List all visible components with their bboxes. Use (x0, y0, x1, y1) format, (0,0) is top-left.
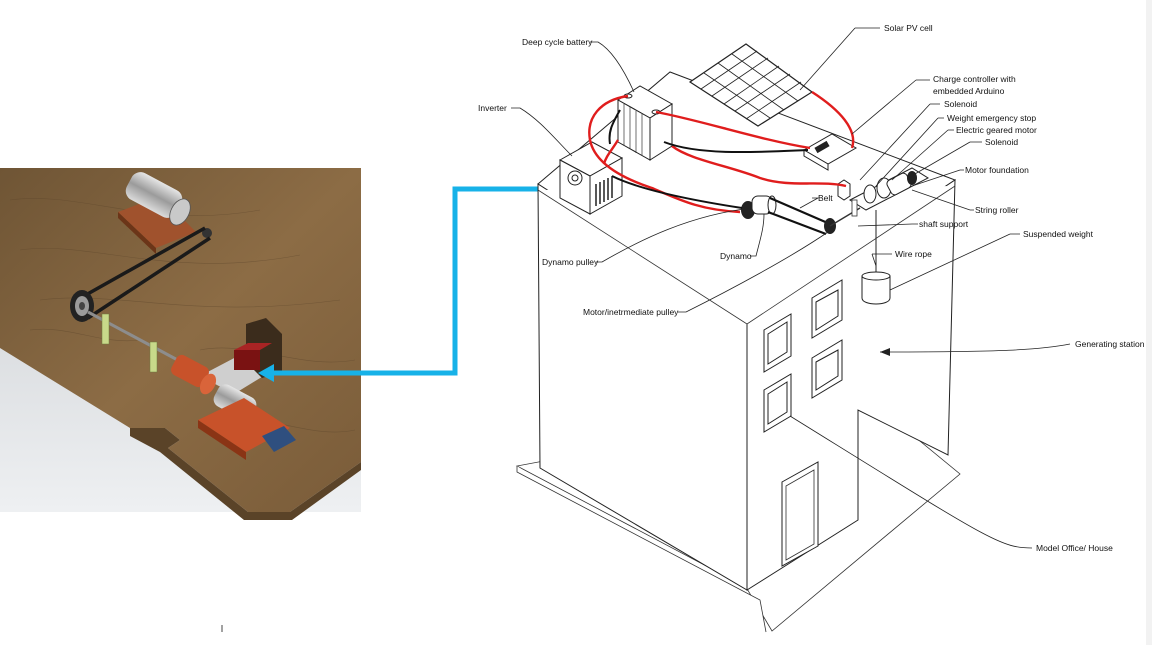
render-motor (171, 354, 296, 460)
label-motor-foundation: Motor foundation (965, 165, 1029, 175)
black-cables (608, 109, 809, 209)
label-charge-controller-line1: Charge controller with (933, 74, 1016, 84)
inverter (558, 141, 624, 215)
label-string-roller: String roller (975, 205, 1019, 215)
house-windows (763, 279, 843, 433)
label-generating-station: Generating station (1075, 339, 1145, 349)
label-solenoid-top: Solenoid (944, 99, 977, 109)
render-generator (118, 172, 212, 254)
charge-controller (803, 133, 857, 171)
battery (617, 85, 673, 161)
label-electric-geared-motor: Electric geared motor (956, 125, 1037, 135)
red-wires (588, 90, 855, 214)
inset-connector-arrowhead (258, 364, 274, 382)
suspended-weight (861, 210, 891, 305)
motor-assembly (837, 167, 930, 211)
label-belt: Belt (818, 193, 833, 203)
solar-panel (688, 43, 814, 127)
label-solar-pv-cell: Solar PV cell (884, 23, 933, 33)
label-dynamo-pulley: Dynamo pulley (542, 257, 599, 267)
leader-lines (511, 27, 1071, 549)
label-motor-intermediate-pulley: Motor/inetrmediate pulley (583, 307, 679, 317)
render-pulley (70, 290, 94, 322)
label-charge-controller-line2: embedded Arduino (933, 86, 1005, 96)
building-drawing (515, 43, 961, 633)
label-inverter: Inverter (478, 103, 507, 113)
label-model-office-house: Model Office/ House (1036, 543, 1113, 553)
label-dynamo: Dynamo (720, 251, 752, 261)
scrollbar-track[interactable] (1146, 0, 1152, 645)
callouts: Solar PV cell Deep cycle battery Charge … (478, 23, 1145, 553)
belt-drive (767, 196, 861, 236)
label-shaft-support: shaft support (919, 219, 969, 229)
label-weight-emergency-stop: Weight emergency stop (947, 113, 1036, 123)
label-suspended-weight: Suspended weight (1023, 229, 1094, 239)
render-inset (0, 168, 361, 520)
render-belt (83, 226, 211, 320)
house-door (781, 461, 819, 567)
render-solenoid (234, 318, 282, 378)
label-deep-cycle-battery: Deep cycle battery (522, 37, 593, 47)
label-wire-rope: Wire rope (895, 249, 932, 259)
label-solenoid-second: Solenoid (985, 137, 1018, 147)
